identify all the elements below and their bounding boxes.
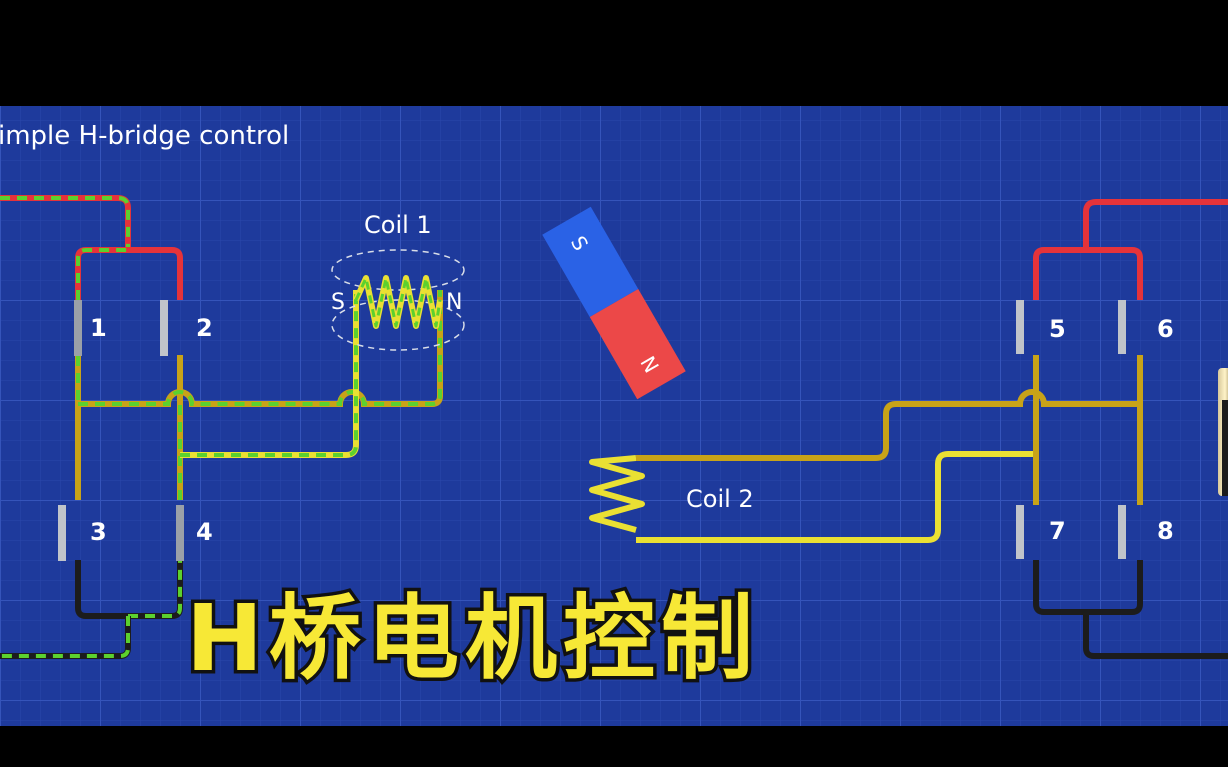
coil-1: Coil 1 S N bbox=[331, 211, 465, 351]
switch-1-label: 1 bbox=[90, 314, 107, 342]
switch-8-label: 8 bbox=[1157, 517, 1174, 545]
coil-1-pole-right: N bbox=[446, 290, 462, 315]
right-positive-feed bbox=[1083, 199, 1228, 248]
coil-1-label: Coil 1 bbox=[364, 211, 432, 239]
switch-5-label: 5 bbox=[1049, 315, 1066, 343]
right-h-bridge: 5 6 7 8 bbox=[1016, 199, 1228, 659]
switch-7-contact bbox=[1016, 505, 1024, 559]
switch-2-label: 2 bbox=[196, 314, 213, 342]
switch-4-label: 4 bbox=[196, 518, 213, 546]
coil-1-pole-left: S bbox=[331, 290, 345, 315]
left-negative-rail-active bbox=[128, 560, 182, 618]
coil-1-field-top bbox=[331, 249, 465, 291]
switch-6-contact bbox=[1118, 300, 1126, 354]
left-positive-rail-active bbox=[76, 248, 128, 300]
switch-5-contact bbox=[1016, 300, 1024, 354]
left-wire-to-coil1-a-active bbox=[78, 290, 442, 406]
switch-2-contact bbox=[160, 300, 168, 356]
letterbox-top bbox=[0, 0, 1228, 106]
switch-1-contact bbox=[74, 300, 82, 356]
left-positive-feed-active bbox=[0, 196, 130, 248]
left-wire-to-coil1-b-active bbox=[180, 290, 358, 457]
left-positive-rail bbox=[75, 247, 183, 300]
magnet-north-half bbox=[589, 289, 686, 400]
switch-6-label: 6 bbox=[1157, 315, 1174, 343]
letterbox-bottom bbox=[0, 726, 1228, 767]
coil-2-winding bbox=[589, 455, 645, 533]
right-negative-feed bbox=[1083, 612, 1228, 659]
switch-8-contact bbox=[1118, 505, 1126, 559]
battery-body-icon bbox=[1222, 400, 1228, 496]
coil-2-wire-b bbox=[636, 451, 1036, 543]
left-h-bridge: 1 2 3 4 bbox=[0, 195, 443, 659]
right-positive-rail bbox=[1033, 247, 1143, 300]
switch-7-label: 7 bbox=[1049, 517, 1066, 545]
switch-3-contact bbox=[58, 505, 66, 561]
video-caption: H桥电机控制 bbox=[186, 585, 759, 692]
magnet-south-half bbox=[542, 206, 639, 317]
switch-4-contact bbox=[176, 505, 184, 561]
coil-1-winding-active bbox=[354, 276, 442, 328]
blueprint-grid bbox=[0, 106, 1228, 726]
coil-1-field-bottom bbox=[331, 299, 465, 351]
bar-magnet: S N bbox=[542, 206, 686, 400]
left-negative-feed-active bbox=[0, 616, 130, 658]
coil-2-label: Coil 2 bbox=[686, 485, 754, 513]
coil-2: Coil 2 bbox=[589, 389, 1140, 543]
switch-3-label: 3 bbox=[90, 518, 107, 546]
diagram-title: imple H-bridge control bbox=[0, 121, 289, 151]
